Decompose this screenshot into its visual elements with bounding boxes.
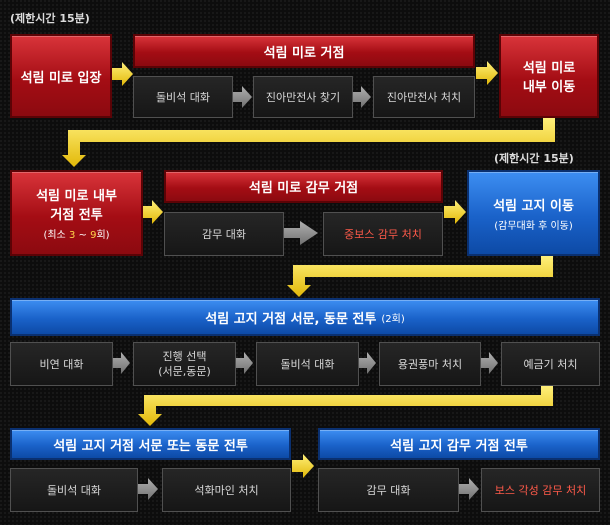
step-stone-talk: 돌비석 대화 bbox=[10, 468, 138, 512]
node-highland-west-or-east-battle-title: 석림 고지 거점 서문 또는 동문 전투 bbox=[10, 428, 291, 460]
step-arrow bbox=[481, 352, 498, 374]
node-maze-inner-move: 석림 미로 내부 이동 bbox=[499, 34, 599, 118]
node-label: 석림 고지 이동 bbox=[493, 198, 574, 214]
arrow-row2-to-row3 bbox=[287, 256, 553, 297]
step-label: 비연 대화 bbox=[39, 357, 84, 371]
step-label: 예금기 처치 bbox=[523, 357, 578, 371]
node-highland-move: 석림 고지 이동 (감무대화 후 이동) bbox=[467, 170, 600, 256]
node-label: 석림 미로 내부 bbox=[36, 189, 117, 204]
node-label: 석림 고지 거점 서문, 동문 전투 bbox=[205, 311, 377, 327]
arrow-row3-to-row4 bbox=[138, 386, 553, 426]
step-sublabel: (서문,동문) bbox=[158, 365, 211, 378]
battle-count-note: (최소 3 ~ 9회) bbox=[43, 230, 110, 241]
step-kill-awakened-boss: 보스 각성 감무 처치 bbox=[481, 468, 600, 512]
step-arrow bbox=[233, 86, 252, 108]
node-sublabel: (감무대화 후 이동) bbox=[494, 220, 573, 232]
step-label: 용권풍마 처치 bbox=[397, 357, 463, 371]
step-arrow bbox=[138, 478, 158, 500]
time-limit-note: (제한시간 15분) bbox=[10, 12, 90, 25]
node-maze-inner-battle: 석림 미로 내부 거점 전투 (최소 3 ~ 9회) bbox=[10, 170, 143, 256]
node-highland-gate-battle-title: 석림 고지 거점 서문, 동문 전투 (2회) bbox=[10, 298, 600, 336]
step-arrow bbox=[113, 352, 130, 374]
node-label: 거점 전투 bbox=[50, 208, 103, 223]
step-arrow bbox=[236, 352, 253, 374]
step-kill-warrior: 진아만전사 처치 bbox=[373, 76, 475, 118]
step-kill-petrified-demon: 석화마인 처치 bbox=[162, 468, 291, 512]
arrow-entry-to-stronghold bbox=[112, 62, 133, 86]
arrow-row4-left-to-right bbox=[292, 454, 314, 478]
battle-count: (2회) bbox=[381, 313, 405, 325]
step-warden-talk: 감무 대화 bbox=[164, 212, 284, 256]
time-limit-note: (제한시간 15분) bbox=[494, 152, 574, 165]
step-kill-yegeumgi: 예금기 처치 bbox=[501, 342, 600, 386]
arrow-battle-to-prison bbox=[143, 200, 163, 224]
node-label: 석림 고지 거점 서문 또는 동문 전투 bbox=[53, 438, 248, 454]
step-label: 중보스 감무 처치 bbox=[344, 227, 422, 241]
arrow-stronghold-to-inner-move bbox=[476, 61, 498, 85]
step-label: 진행 선택 bbox=[162, 350, 207, 363]
step-arrow bbox=[359, 352, 376, 374]
step-label: 돌비석 대화 bbox=[46, 483, 102, 497]
step-label: 돌비석 대화 bbox=[280, 357, 335, 371]
node-maze-stronghold-title: 석림 미로 거점 bbox=[133, 34, 475, 68]
node-label: 석림 미로 거점 bbox=[263, 45, 345, 61]
step-label: 감무 대화 bbox=[366, 483, 411, 497]
node-highland-prison-battle-title: 석림 고지 감무 거점 전투 bbox=[318, 428, 600, 460]
step-find-warrior: 진아만전사 찾기 bbox=[253, 76, 353, 118]
node-label: 석림 미로 입장 bbox=[20, 70, 102, 86]
step-label: 진아만전사 찾기 bbox=[265, 90, 341, 104]
step-kill-midboss: 중보스 감무 처치 bbox=[323, 212, 443, 256]
step-label: 진아만전사 처치 bbox=[386, 90, 462, 104]
step-arrow bbox=[459, 478, 479, 500]
node-maze-prison-stronghold-title: 석림 미로 감무 거점 bbox=[164, 170, 443, 203]
node-label: 석림 미로 bbox=[522, 61, 576, 76]
arrow-row1-to-row2 bbox=[62, 118, 555, 167]
step-label: 석화마인 처치 bbox=[194, 483, 259, 497]
step-arrow bbox=[352, 86, 371, 108]
step-warden-talk: 감무 대화 bbox=[318, 468, 459, 512]
step-label: 보스 각성 감무 처치 bbox=[494, 483, 587, 497]
step-stone-talk: 돌비석 대화 bbox=[133, 76, 233, 118]
step-stone-talk: 돌비석 대화 bbox=[256, 342, 359, 386]
step-label: 감무 대화 bbox=[202, 227, 246, 241]
step-progress-choice: 진행 선택 (서문,동문) bbox=[133, 342, 236, 386]
step-kill-tornado-demon: 용권풍마 처치 bbox=[379, 342, 481, 386]
node-label: 석림 고지 감무 거점 전투 bbox=[390, 438, 528, 454]
arrow-prison-to-move bbox=[444, 200, 466, 224]
node-maze-entry: 석림 미로 입장 bbox=[10, 34, 112, 118]
node-label: 석림 미로 감무 거점 bbox=[248, 181, 359, 196]
node-label: 내부 이동 bbox=[522, 80, 576, 95]
step-arrow bbox=[284, 221, 318, 245]
step-label: 돌비석 대화 bbox=[155, 90, 211, 104]
step-biyeon-talk: 비연 대화 bbox=[10, 342, 113, 386]
